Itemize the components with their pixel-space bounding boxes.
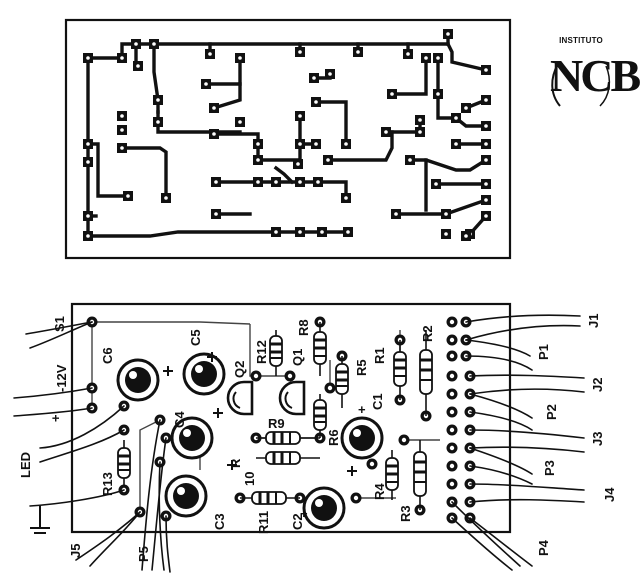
label-r2: R2 — [420, 325, 435, 342]
label-c5: C5 — [188, 329, 203, 346]
label-r5: R5 — [354, 359, 369, 376]
instituto-ncb-logo: INSTITUTO NCB — [548, 36, 640, 112]
label-minus12v: -12V — [54, 364, 69, 392]
label-p5: P5 — [136, 546, 151, 562]
label-c3: C3 — [212, 513, 227, 530]
label-c1: C1 — [370, 393, 385, 410]
label-r3: R3 — [398, 505, 413, 522]
resistor-r6 — [313, 394, 327, 438]
capacitor-c6 — [116, 358, 160, 402]
label-q2: Q2 — [232, 361, 247, 378]
resistor-r5 — [335, 356, 349, 408]
label-p2: P2 — [544, 404, 559, 420]
label-plus-supply: + — [48, 414, 63, 422]
ground-symbol — [30, 506, 50, 534]
label-c2-plus: + — [300, 506, 308, 521]
label-r10-a: R — [228, 458, 243, 468]
label-c6: C6 — [100, 347, 115, 364]
resistor-r8 — [313, 322, 327, 376]
capacitor-c2 — [302, 486, 346, 530]
transistor-q2 — [226, 380, 254, 416]
component-layout: S1 -12V + LED C6 C5 C4 C3 C2 + C1 + Q2 Q… — [13, 302, 617, 573]
label-r10-b: 10 — [242, 472, 257, 486]
capacitor-c1 — [340, 416, 384, 460]
label-r4: R4 — [372, 483, 387, 500]
resistor-r4 — [385, 450, 399, 500]
label-r8: R8 — [296, 319, 311, 336]
resistor-r13 — [117, 440, 131, 486]
label-r6: R6 — [326, 429, 341, 446]
label-q1: Q1 — [290, 349, 305, 366]
transistor-q1 — [278, 380, 306, 416]
resistor-r11 — [240, 491, 300, 505]
logo-main-text: NCB — [550, 50, 640, 101]
label-j2: J2 — [590, 378, 605, 392]
capacitor-c3 — [164, 474, 208, 518]
label-p1: P1 — [536, 344, 551, 360]
label-j1: J1 — [586, 314, 601, 328]
logo-swoosh-icon — [551, 63, 611, 107]
label-led: LED — [18, 452, 33, 478]
label-c4: C4 — [172, 411, 187, 428]
label-r9: R9 — [268, 416, 285, 431]
pcb-trace-layout — [64, 18, 512, 260]
label-j3: J3 — [590, 432, 605, 446]
resistor-r3 — [413, 440, 427, 510]
label-r1: R1 — [372, 347, 387, 364]
resistor-r9 — [256, 431, 320, 445]
capacitor-c4 — [170, 416, 214, 460]
label-r11: R11 — [256, 511, 271, 534]
label-p4: P4 — [536, 539, 551, 556]
resistor-r12 — [269, 330, 283, 376]
label-c1-plus: + — [358, 402, 366, 417]
component-board-outline — [70, 302, 512, 534]
label-p3: P3 — [542, 460, 557, 476]
label-j4: J4 — [602, 487, 617, 502]
logo-top-text: INSTITUTO — [559, 36, 603, 45]
label-c2: C2 — [290, 513, 305, 530]
label-j5: J5 — [68, 544, 83, 558]
capacitor-c5 — [182, 352, 226, 396]
label-s1: S1 — [52, 316, 67, 332]
resistor-r10 — [256, 451, 320, 465]
resistor-r2 — [419, 330, 433, 416]
label-r12: R12 — [254, 340, 269, 364]
pcb-board-outline — [64, 18, 512, 260]
label-r13: R13 — [100, 472, 115, 496]
resistor-r1 — [393, 340, 407, 400]
